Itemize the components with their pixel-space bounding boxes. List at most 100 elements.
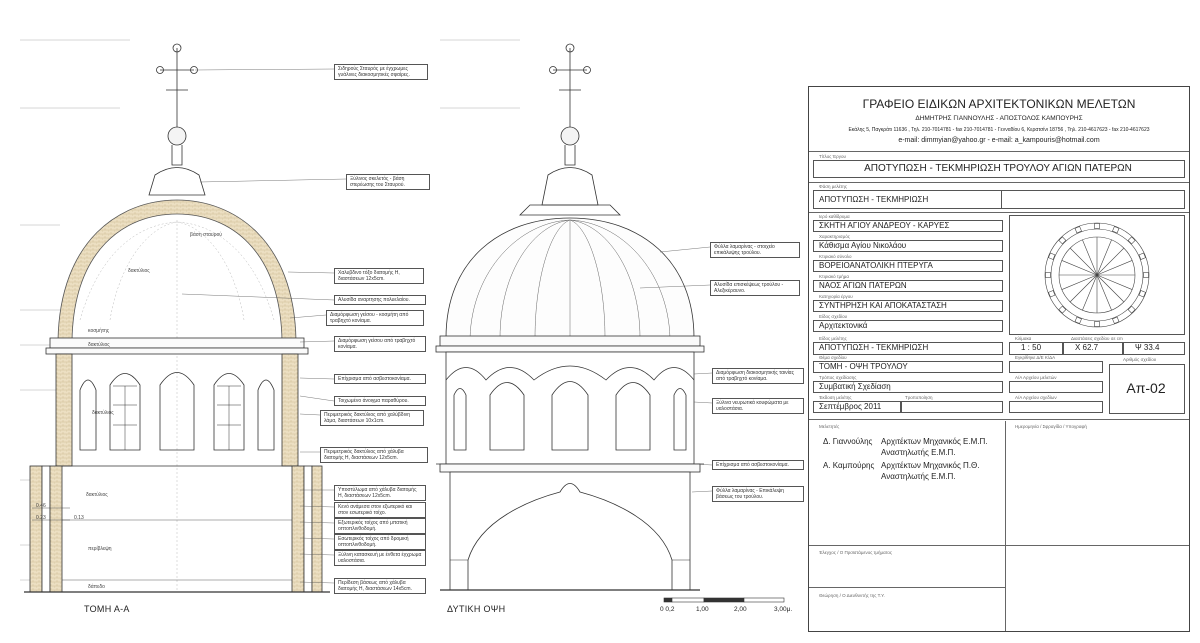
callout-note: Φύλλα λαμαρίνας - Επικάλυψη βάσεως του τ…	[712, 486, 804, 502]
callout-note: Υποστύλωμα από χάλυβα διατομής Η, διαστά…	[334, 485, 426, 501]
cross-icon	[156, 43, 198, 146]
section-note: περίβλεψη	[88, 546, 112, 552]
plan-buttress	[1138, 252, 1146, 260]
method-box	[813, 381, 1003, 393]
characterization-box	[813, 240, 1003, 252]
section-label: ΤΟΜΗ Α-Α	[84, 604, 130, 614]
callout-note: Κενό ανάμεσα στον εξωτερικό και στον εσω…	[334, 502, 426, 518]
callout-note: Εξωτερικός τοίχος από μπατική οπτοπλινθο…	[334, 518, 426, 534]
caption: Χαρακτηρισμός	[819, 234, 850, 239]
office-name: ΓΡΑΦΕΙΟ ΕΙΔΙΚΩΝ ΑΡΧΙΤΕΚΤΟΝΙΚΩΝ ΜΕΛΕΤΩΝ	[862, 97, 1136, 111]
plan-rib-line	[1096, 260, 1133, 276]
callout-note: Διαμόρφωση γείσου - κοσμήτη από τραβηχτό…	[326, 310, 424, 326]
callout-note: Χαλυβδινο τόξο διατομής Η, διαστάσεων 12…	[334, 268, 424, 284]
plan-diagram-box	[1009, 215, 1185, 335]
caption: Μελετητές	[819, 424, 840, 429]
caption: Έλεγχος / Ο Προϊστάμενος τμήματος	[819, 550, 893, 555]
callout-note: Περιμετρικός δακτύλιος από χαλύβδινη λάμ…	[320, 410, 424, 426]
sheet-number-box	[1109, 364, 1185, 414]
caption: Κλίμακα	[1015, 336, 1032, 341]
dimension: 0.46	[36, 503, 46, 509]
section-note: δακτύλιος	[88, 342, 110, 348]
project-title: ΑΠΟΤΥΠΩΣΗ - ΤΕΚΜΗΡΙΩΣΗ ΤΡΟΥΛΟΥ ΑΓΙΩΝ ΠΑΤ…	[864, 163, 1132, 174]
work-box	[813, 300, 1003, 312]
scale-bar-label: 0 0,2	[660, 606, 675, 613]
discipline-box	[813, 320, 1003, 332]
caption: Έκδοση μελέτης	[819, 395, 852, 400]
elevation-label: ΔΥΤΙΚΗ ΟΨΗ	[447, 604, 506, 614]
plan-rib-line	[1096, 239, 1112, 276]
callout-note: Αλυσίδα αναρτησης πολυελαίου.	[334, 295, 426, 305]
plan-buttress	[1094, 223, 1100, 229]
plan-buttress	[1048, 252, 1056, 260]
leader-line	[181, 293, 335, 301]
plan-rib-line	[1082, 239, 1098, 276]
plan-buttress	[1143, 272, 1149, 278]
leader-line	[287, 271, 335, 274]
location-value: ΣΚΗΤΗ ΑΓΙΟΥ ΑΝΔΡΕΟΥ - ΚΑΡΥΕΣ	[819, 221, 950, 230]
location-box	[813, 220, 1003, 232]
plan-buttress	[1048, 290, 1056, 298]
caption: Είδος σχεδίου	[819, 314, 848, 319]
callout-note: Διαμόρφωση διακοσμητικής ταινίας από τρα…	[712, 368, 804, 384]
caption: Είδος μελέτης	[819, 336, 847, 341]
caption: Τίτλος Έργου	[819, 154, 846, 159]
callout-note: Ξύλινος σκελετός - βάση στερέωσης του Στ…	[346, 174, 430, 190]
sheet-number: Απ-02	[1126, 380, 1166, 396]
engineer-title: Αρχιτέκτων Μηχανικός Ε.Μ.Π.	[881, 437, 988, 446]
leader-line	[199, 178, 347, 183]
leader-line	[639, 284, 711, 289]
y-box	[1123, 342, 1185, 355]
leader-line	[299, 537, 335, 540]
callout-note: Περιμετρικός δακτύλιος από χάλυβα διατομ…	[320, 447, 428, 463]
engineer-title: Αναστηλωτής Ε.Μ.Π.	[881, 472, 956, 481]
plan-buttress	[1058, 305, 1067, 314]
plan-buttress	[1074, 316, 1082, 324]
title-block: ΓΡΑΦΕΙΟ ΕΙΔΙΚΩΝ ΑΡΧΙΤΕΚΤΟΝΙΚΩΝ ΜΕΛΕΤΩΝ Δ…	[808, 86, 1190, 632]
scale-value: 1 : 50	[1021, 343, 1042, 352]
scale-bar-label: 2,00	[734, 606, 747, 613]
plan-rib-line	[1069, 247, 1098, 276]
caption: Κατηγορία έργου	[819, 294, 853, 299]
drawing-value: ΤΟΜΗ - ΟΨΗ ΤΡΟΥΛΟΥ	[819, 362, 908, 371]
method-value: Συμβατική Σχεδίαση	[819, 382, 891, 391]
caption: Αριθμός σχεδίου	[1123, 357, 1157, 362]
y-value: Ψ 33.4	[1135, 343, 1160, 352]
section-note: δακτύλιος	[128, 268, 150, 274]
section-note: δακτύλιος	[86, 492, 108, 498]
engineer-title: Αρχιτέκτων Μηχανικός Π.Θ.	[881, 461, 980, 470]
leader-line	[693, 372, 713, 375]
dome-plan-icon	[1044, 222, 1150, 328]
caption: Θεώρηση / Ο Διευθυντής της Τ.Υ.	[819, 593, 885, 598]
x-value: X 62.7	[1075, 343, 1099, 352]
plan-rib-line	[1069, 274, 1098, 303]
drawing-box	[813, 361, 1003, 373]
study-value: ΑΠΟΤΥΠΩΣΗ - ΤΕΚΜΗΡΙΩΣΗ	[819, 343, 929, 352]
plan-buttress	[1127, 236, 1136, 245]
callout-note: Περίδεση βάσεως από χάλυβα διατομής Η, δ…	[334, 578, 426, 594]
plan-rib-line	[1082, 274, 1098, 311]
callout-note: Ξύλινα νευρωτικά κουφώματα με υαλοστάσια…	[712, 398, 804, 414]
leader-line	[659, 246, 711, 253]
caption: Διαστάσεις σχεδίου σε cm	[1071, 336, 1123, 341]
leader-line	[299, 521, 335, 524]
callout-note: Φύλλα λαμαρίνας - στοιχείο επικάλυψης τρ…	[710, 242, 800, 258]
architectural-drawing	[20, 39, 785, 603]
plan-buttress	[1074, 226, 1082, 234]
plan-rib-line	[1061, 260, 1098, 276]
scale-bar	[663, 597, 785, 603]
callout-note: Σιδηρούς Σταυρός με έγχρωμες γυάλινες δι…	[334, 64, 428, 80]
callout-note: Επίχρισμα από ασβεστοκονίαμα.	[712, 460, 804, 470]
phase-value: ΑΠΟΤΥΠΩΣΗ - ΤΕΚΜΗΡΙΩΣΗ	[819, 195, 929, 204]
office-email: e-mail: dimmyian@yahoo.gr - e-mail: a_ka…	[898, 137, 1100, 144]
leader-line	[691, 490, 713, 493]
leader-line	[299, 413, 321, 416]
elevation-view	[435, 43, 705, 591]
dimension: 0.13	[74, 515, 84, 521]
plan-buttress	[1112, 226, 1120, 234]
scale-bar-label: 3,00μ.	[774, 606, 793, 613]
discipline-value: Αρχιτεκτονικά	[819, 321, 868, 330]
phase-extra-box	[1001, 190, 1185, 209]
dimension: 0.23	[36, 515, 46, 521]
approval-box	[1009, 381, 1103, 393]
